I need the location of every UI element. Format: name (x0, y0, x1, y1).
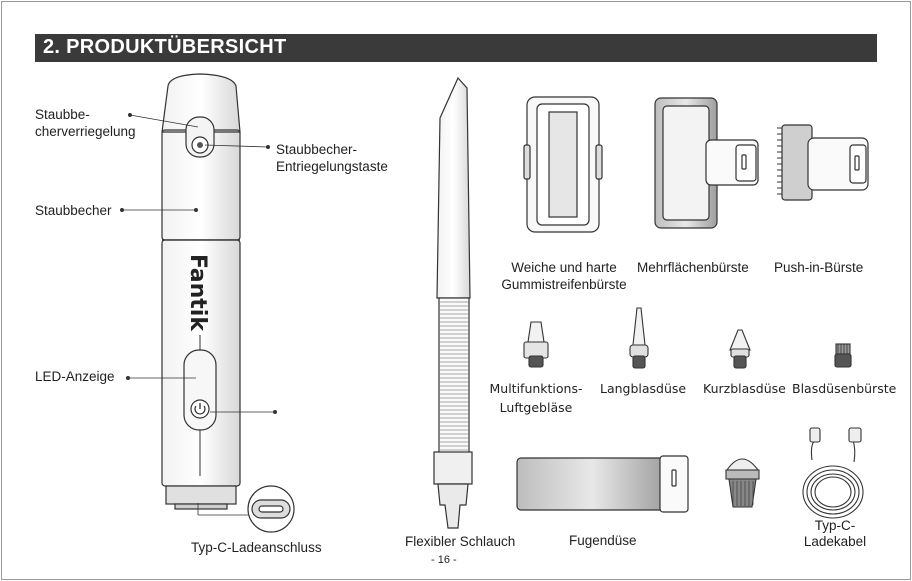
label-rubber-line1: Weiche und harte (511, 260, 617, 275)
label-long-nozzle: Langblasdüse (600, 381, 687, 396)
hose-ribs (440, 301, 468, 451)
label-blower-line1: Multifunktions- (489, 381, 583, 396)
label-cable-line2: Ladekabel (803, 534, 867, 549)
label-short-nozzle: Kurzblasdüse (703, 381, 786, 396)
push-in-brush (777, 124, 869, 201)
long-nozzle (629, 307, 649, 369)
nozzle-brush (834, 343, 852, 368)
multifunction-blower (523, 321, 549, 368)
short-nozzle (729, 329, 751, 369)
label-multi-brush: Mehrflächenbürste (637, 260, 749, 275)
page-number: - 16 - (431, 554, 457, 566)
label-lock-line1: Staubbe- (35, 107, 90, 122)
label-release-line1: Staubbecher- (276, 142, 358, 157)
label-blower-line2: Luftgebläse (499, 400, 573, 415)
label-led: LED-Anzeige (35, 369, 115, 384)
label-rubber-line2: Gummistreifenbürste (501, 277, 627, 292)
vacuum-device (161, 73, 241, 510)
flexible-hose (433, 76, 473, 529)
label-hose: Flexibler Schlauch (405, 534, 516, 549)
label-push-brush: Push-in-Bürste (774, 260, 864, 275)
label-nozzle-brush: Blasdüsenbürste (792, 381, 897, 396)
leader-lines (120, 113, 277, 516)
label-dust-cup: Staubbecher (35, 203, 112, 218)
section-title: 2. PRODUKTÜBERSICHT (43, 36, 287, 58)
usb-c-cable (802, 427, 864, 519)
label-crevice: Fugendüse (569, 533, 637, 548)
filter-cup (725, 458, 760, 508)
usb-port-zoom (247, 485, 295, 533)
multi-surface-brush (654, 97, 759, 229)
label-lock-line2: cherverriegelung (35, 124, 136, 139)
label-release-line2: Entriegelungstaste (276, 159, 388, 174)
brand-text: Fantik (184, 254, 210, 331)
rubber-strip-brush (523, 96, 603, 233)
brand-logo: Fantik (177, 254, 223, 331)
crevice-tool (516, 455, 689, 513)
label-cable-line1: Typ-C- (814, 518, 856, 533)
section-header: 2. PRODUKTÜBERSICHT (35, 34, 877, 62)
label-usb-port: Typ-C-Ladeanschluss (191, 540, 322, 555)
